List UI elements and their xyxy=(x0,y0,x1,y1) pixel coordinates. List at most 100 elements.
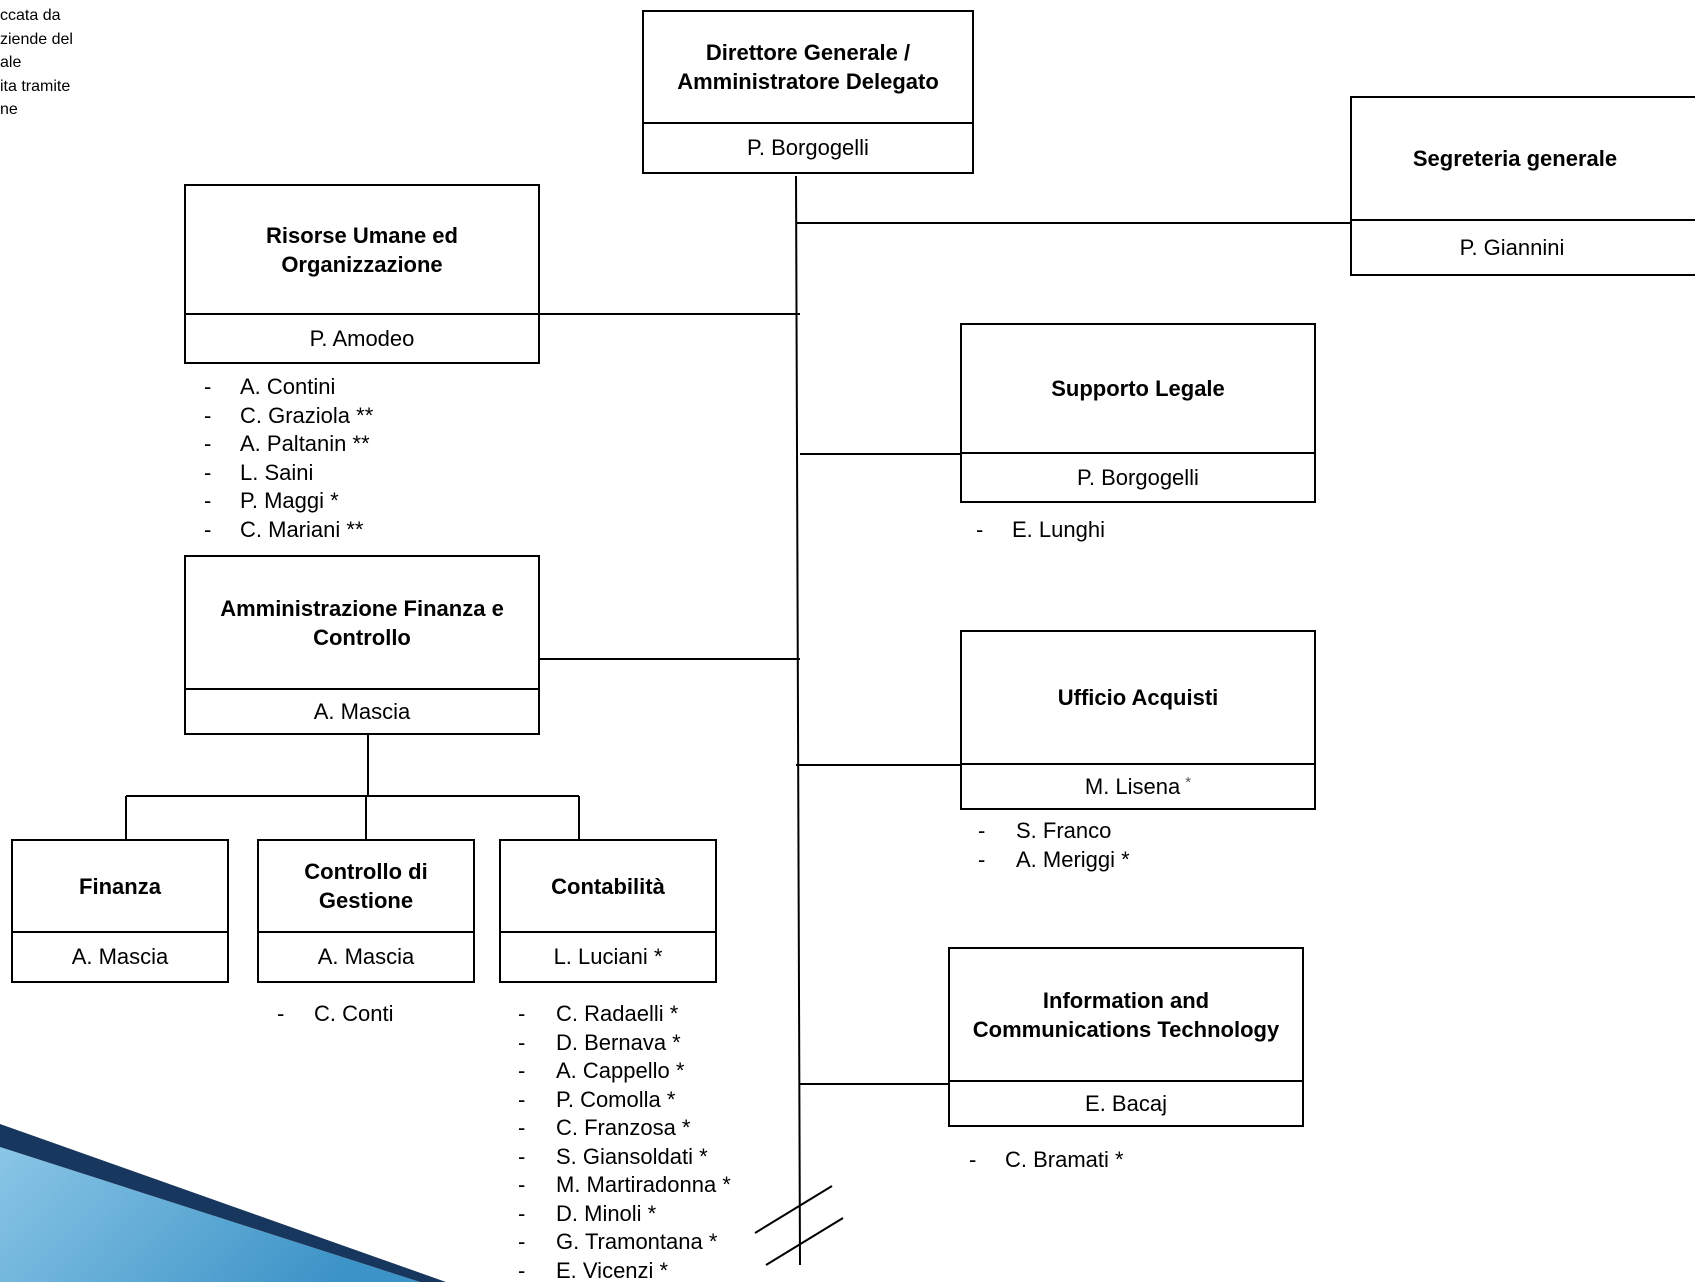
box-title: Amministrazione Finanza e Controllo xyxy=(186,557,538,688)
staff-member: - S. Franco xyxy=(978,817,1158,846)
box-segreteria-generale: Segreteria generale P. Giannini xyxy=(1350,96,1695,276)
list-dash: - xyxy=(518,1000,525,1029)
staff-member: - A. Cappello * xyxy=(518,1057,758,1086)
staff-member: - S. Giansoldati * xyxy=(518,1143,758,1172)
staff-name: C. Radaelli * xyxy=(556,1000,678,1029)
box-title: Controllo di Gestione xyxy=(259,841,473,931)
list-dash: - xyxy=(518,1057,525,1086)
box-head: A. Mascia xyxy=(13,931,227,981)
box-title: Segreteria generale xyxy=(1352,98,1695,219)
box-head: M. Lisena* xyxy=(962,763,1314,808)
staff-member: - C. Franzosa * xyxy=(518,1114,758,1143)
list-dash: - xyxy=(978,817,985,846)
note-line: ne xyxy=(0,98,73,122)
staff-list-controllo: - C. Conti xyxy=(277,1000,427,1029)
staff-name: C. Mariani ** xyxy=(240,516,363,545)
staff-name: A. Meriggi * xyxy=(1016,846,1130,875)
staff-member: - D. Bernava * xyxy=(518,1029,758,1058)
list-dash: - xyxy=(978,846,985,875)
box-supporto-legale: Supporto Legale P. Borgogelli xyxy=(960,323,1316,503)
staff-member: -E. Vicenzi * xyxy=(518,1257,758,1285)
box-contabilita: Contabilità L. Luciani * xyxy=(499,839,717,983)
staff-member: -C. Mariani ** xyxy=(204,516,424,545)
staff-member: - P. Comolla * xyxy=(518,1086,758,1115)
box-title: Ufficio Acquisti xyxy=(962,632,1314,763)
list-dash: - xyxy=(518,1086,525,1115)
box-title: Contabilità xyxy=(501,841,715,931)
staff-name: C. Graziola ** xyxy=(240,402,373,431)
box-risorse-umane: Risorse Umane ed Organizzazione P. Amode… xyxy=(184,184,540,364)
box-finanza: Finanza A. Mascia xyxy=(11,839,229,983)
list-dash: - xyxy=(969,1146,976,1175)
box-title: Direttore Generale / Amministratore Dele… xyxy=(644,12,972,122)
note-line: ale xyxy=(0,51,73,75)
list-dash: - xyxy=(518,1200,525,1229)
box-title: Risorse Umane ed Organizzazione xyxy=(186,186,538,313)
note-line: ccata da xyxy=(0,4,73,28)
box-title: Information and Communications Technolog… xyxy=(950,949,1302,1080)
staff-member: -A. Contini xyxy=(204,373,424,402)
box-head: P. Borgogelli xyxy=(962,452,1314,501)
list-dash: - xyxy=(204,516,211,545)
staff-list-acquisti: - S. Franco - A. Meriggi * xyxy=(978,817,1158,874)
box-head: A. Mascia xyxy=(186,688,538,733)
box-controllo-gestione: Controllo di Gestione A. Mascia xyxy=(257,839,475,983)
staff-name: D. Bernava * xyxy=(556,1029,681,1058)
staff-name: A. Cappello * xyxy=(556,1057,684,1086)
staff-member: - A. Meriggi * xyxy=(978,846,1158,875)
staff-name: S. Franco xyxy=(1016,817,1111,846)
note-line: ziende del xyxy=(0,28,73,52)
staff-member: -L. Saini xyxy=(204,459,424,488)
box-head: L. Luciani * xyxy=(501,931,715,981)
staff-name: C. Franzosa * xyxy=(556,1114,691,1143)
box-ict: Information and Communications Technolog… xyxy=(948,947,1304,1127)
staff-member: -E. Lunghi xyxy=(976,516,1136,545)
list-dash: - xyxy=(204,402,211,431)
staff-list-ict: -C. Bramati * xyxy=(969,1146,1149,1175)
staff-member: -P. Maggi * xyxy=(204,487,424,516)
staff-member: -C. Bramati * xyxy=(969,1146,1149,1175)
list-dash: - xyxy=(204,487,211,516)
list-dash: - xyxy=(204,430,211,459)
staff-list-legale: -E. Lunghi xyxy=(976,516,1136,545)
box-head: E. Bacaj xyxy=(950,1080,1302,1125)
list-dash: - xyxy=(204,373,211,402)
head-name: M. Lisena xyxy=(1085,774,1180,800)
staff-member: -A. Paltanin ** xyxy=(204,430,424,459)
staff-name: A. Paltanin ** xyxy=(240,430,370,459)
box-direttore-generale: Direttore Generale / Amministratore Dele… xyxy=(642,10,974,174)
staff-name: M. Martiradonna * xyxy=(556,1171,731,1200)
box-head: A. Mascia xyxy=(259,931,473,981)
box-head: P. Giannini xyxy=(1352,219,1695,274)
list-dash: - xyxy=(518,1257,525,1285)
list-dash: - xyxy=(204,459,211,488)
list-dash: - xyxy=(518,1029,525,1058)
box-head: P. Borgogelli xyxy=(644,122,972,172)
staff-name: A. Contini xyxy=(240,373,335,402)
staff-name: D. Minoli * xyxy=(556,1200,656,1229)
staff-name: S. Giansoldati * xyxy=(556,1143,708,1172)
list-dash: - xyxy=(518,1228,525,1257)
list-dash: - xyxy=(976,516,983,545)
staff-member: - C. Conti xyxy=(277,1000,427,1029)
staff-member: -C. Graziola ** xyxy=(204,402,424,431)
list-dash: - xyxy=(518,1143,525,1172)
staff-name: P. Comolla * xyxy=(556,1086,675,1115)
box-title: Supporto Legale xyxy=(962,325,1314,452)
staff-name: L. Saini xyxy=(240,459,313,488)
staff-member: - C. Radaelli * xyxy=(518,1000,758,1029)
staff-member: - D. Minoli * xyxy=(518,1200,758,1229)
box-amministrazione-finanza-controllo: Amministrazione Finanza e Controllo A. M… xyxy=(184,555,540,735)
note-line: ita tramite xyxy=(0,75,73,99)
clipped-note: ccata da ziende del ale ita tramite ne xyxy=(0,4,73,122)
staff-list-contabilita: - C. Radaelli * - D. Bernava * - A. Cappell… xyxy=(518,1000,758,1285)
staff-name: E. Lunghi xyxy=(1012,516,1105,545)
box-title: Finanza xyxy=(13,841,227,931)
list-dash: - xyxy=(518,1114,525,1143)
staff-member: -G. Tramontana * xyxy=(518,1228,758,1257)
staff-name: P. Maggi * xyxy=(240,487,339,516)
list-dash: - xyxy=(277,1000,284,1029)
staff-name: C. Bramati * xyxy=(1005,1146,1124,1175)
staff-list-risorse: -A. Contini -C. Graziola ** -A. Paltanin… xyxy=(204,373,424,544)
staff-name: C. Conti xyxy=(314,1000,393,1029)
